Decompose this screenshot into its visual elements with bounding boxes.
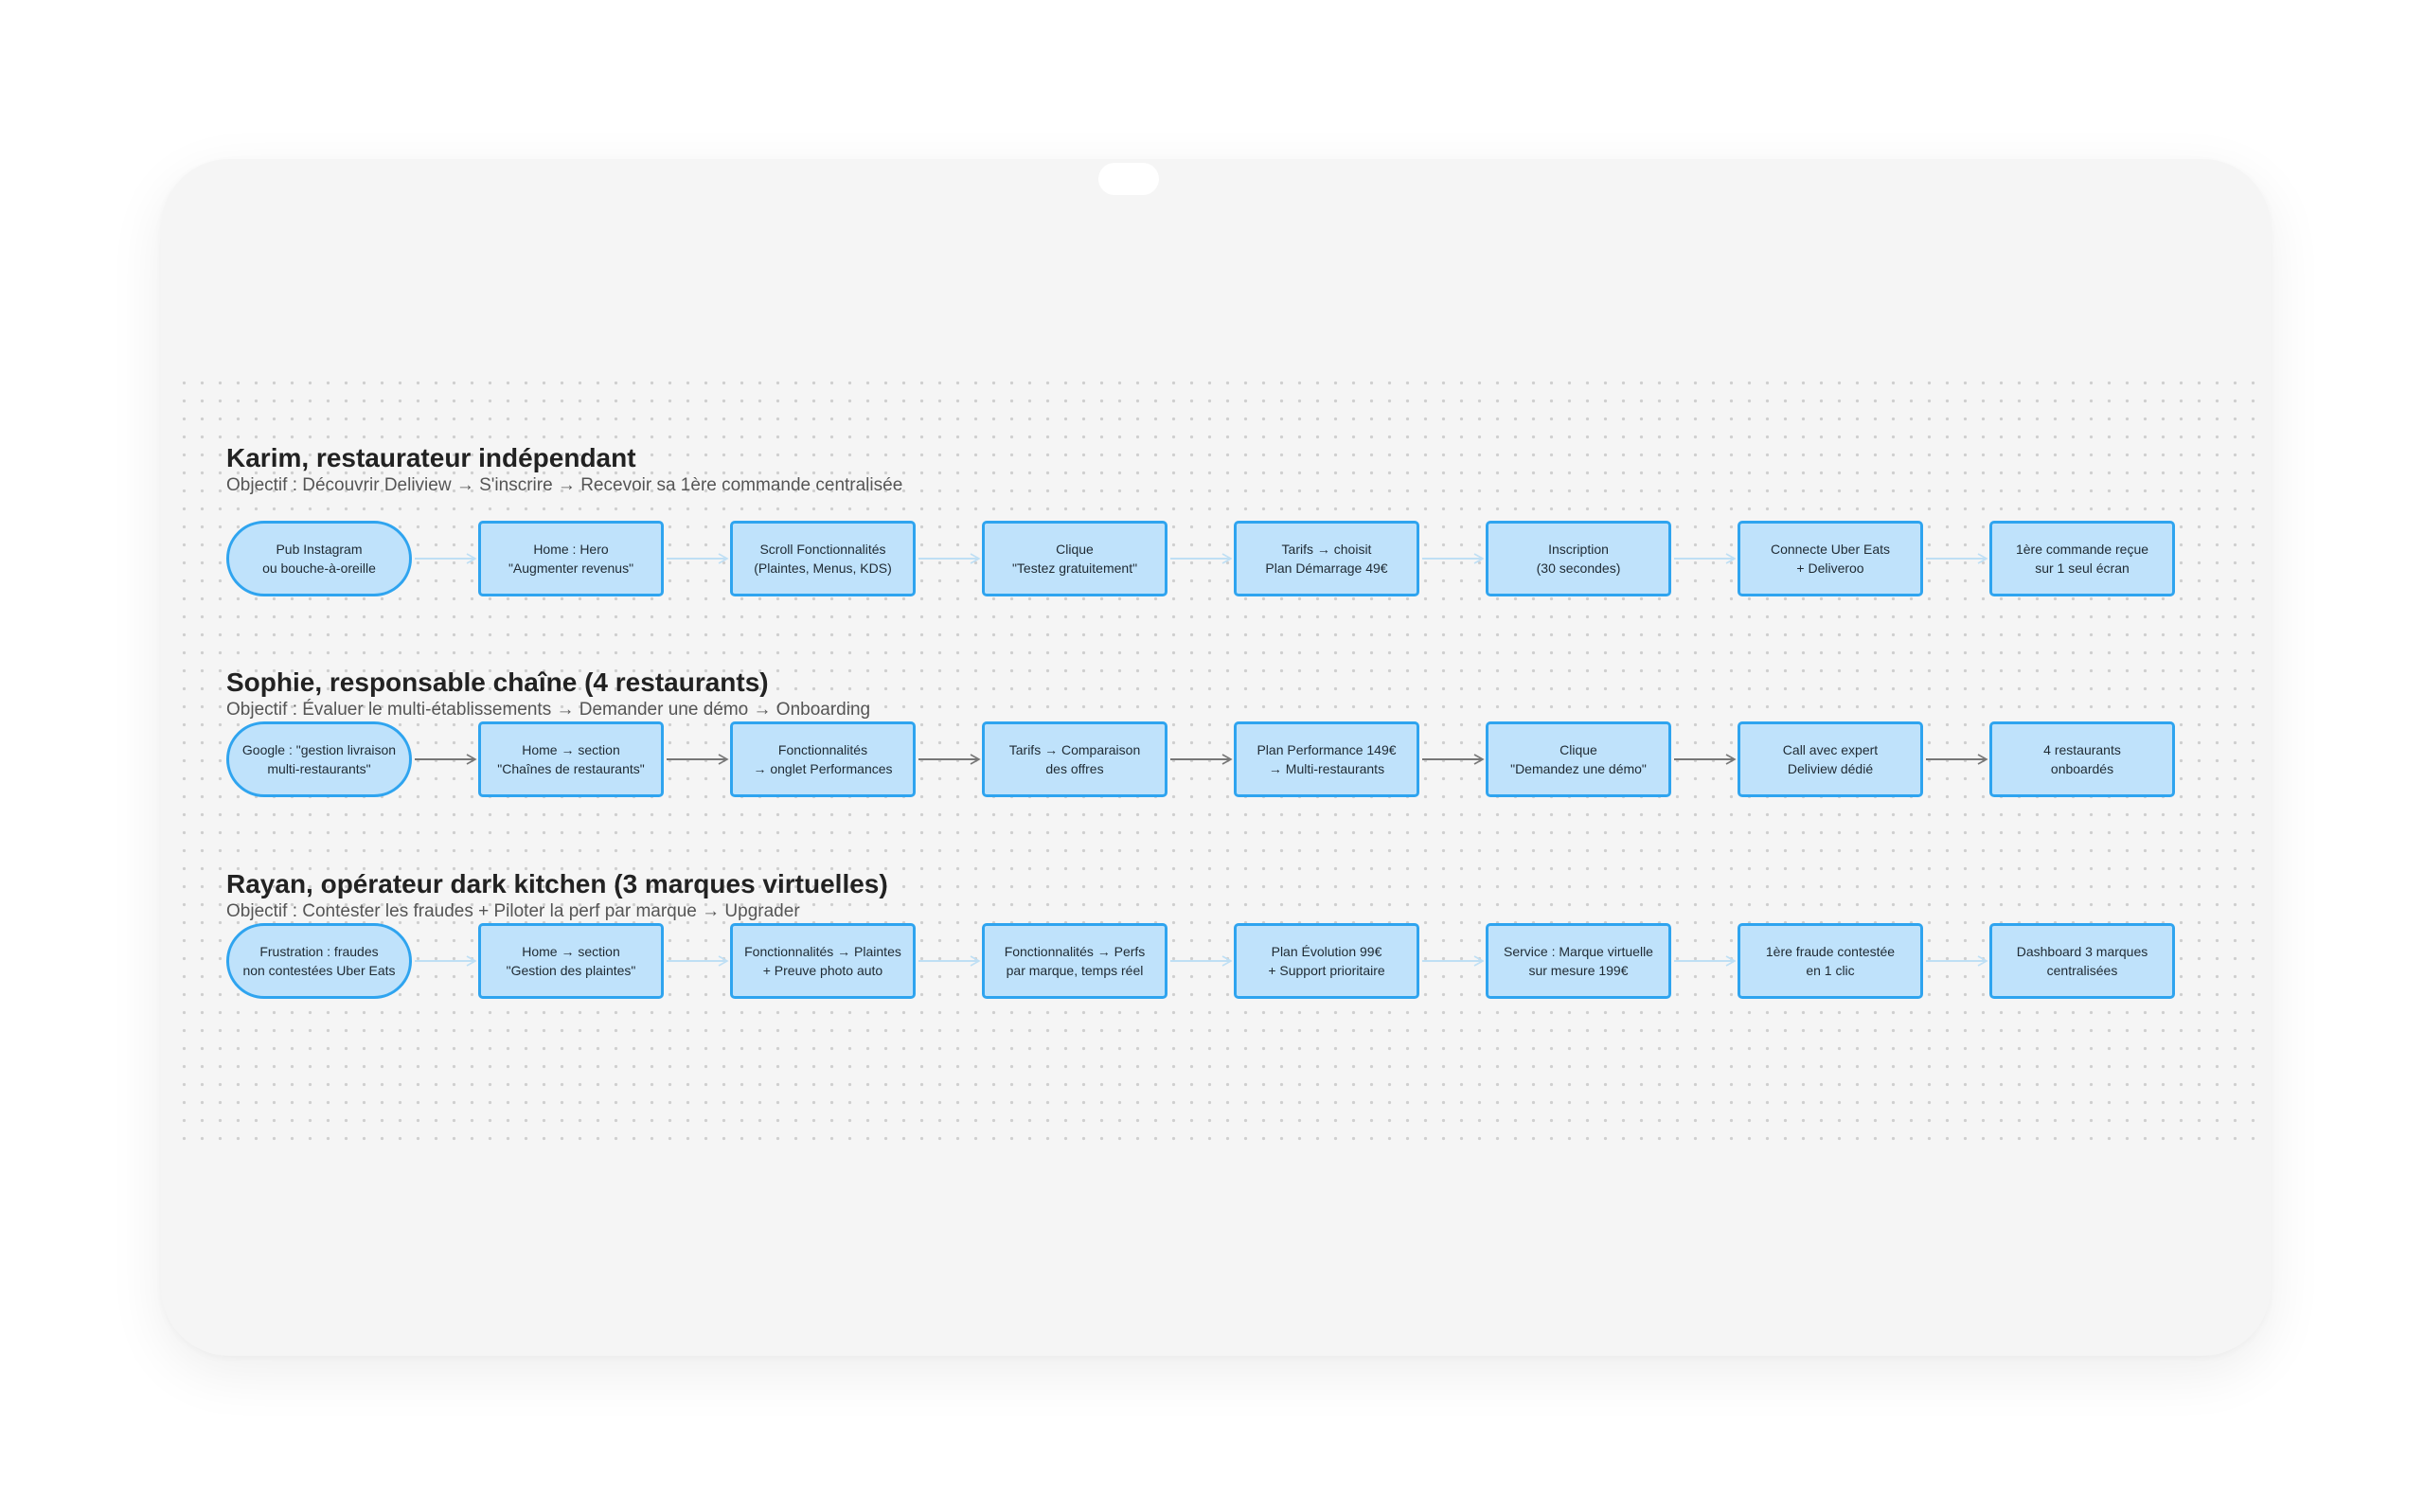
journey-karim-step-8[interactable]: 1ère commande reçue sur 1 seul écran xyxy=(1989,521,2175,596)
journey-rayan-step-8[interactable]: Dashboard 3 marques centralisées xyxy=(1989,923,2175,999)
journey-rayan-step-2[interactable]: Home → section "Gestion des plaintes" xyxy=(478,923,664,999)
journey-rayan-step-7[interactable]: 1ère fraude contestée en 1 clic xyxy=(1738,923,1923,999)
journey-rayan-step-4[interactable]: Fonctionnalités → Perfs par marque, temp… xyxy=(982,923,1167,999)
journey-karim-step-2[interactable]: Home : Hero "Augmenter revenus" xyxy=(478,521,664,596)
journey-sophie-step-2[interactable]: Home → section "Chaînes de restaurants" xyxy=(478,721,664,797)
journey-karim-step-4[interactable]: Clique "Testez gratuitement" xyxy=(982,521,1167,596)
journey-karim-step-1[interactable]: Pub Instagram ou bouche-à-oreille xyxy=(226,521,412,596)
journey-karim-step-3[interactable]: Scroll Fonctionnalités (Plaintes, Menus,… xyxy=(730,521,916,596)
journey-title-rayan: Rayan, opérateur dark kitchen (3 marques… xyxy=(226,869,888,898)
journey-rayan-step-1[interactable]: Frustration : fraudes non contestées Ube… xyxy=(226,923,412,999)
journey-rayan-step-5[interactable]: Plan Évolution 99€ + Support prioritaire xyxy=(1234,923,1419,999)
journey-sophie-step-7[interactable]: Call avec expert Deliview dédié xyxy=(1738,721,1923,797)
camera-notch xyxy=(1098,163,1159,195)
journey-karim-step-7[interactable]: Connecte Uber Eats + Deliveroo xyxy=(1738,521,1923,596)
journey-sophie-step-6[interactable]: Clique "Demandez une démo" xyxy=(1486,721,1671,797)
journey-objective-karim: Objectif : Découvrir Deliview → S'inscri… xyxy=(226,475,903,495)
journey-objective-sophie: Objectif : Évaluer le multi-établissemen… xyxy=(226,700,871,720)
journey-title-sophie: Sophie, responsable chaîne (4 restaurant… xyxy=(226,667,769,697)
journey-rayan-step-6[interactable]: Service : Marque virtuelle sur mesure 19… xyxy=(1486,923,1671,999)
journey-sophie-step-3[interactable]: Fonctionnalités → onglet Performances xyxy=(730,721,916,797)
journey-sophie-step-8[interactable]: 4 restaurants onboardés xyxy=(1989,721,2175,797)
journey-objective-rayan: Objectif : Contester les fraudes + Pilot… xyxy=(226,901,800,921)
journey-title-karim: Karim, restaurateur indépendant xyxy=(226,443,636,472)
journey-rayan-step-3[interactable]: Fonctionnalités → Plaintes + Preuve phot… xyxy=(730,923,916,999)
journey-sophie-step-4[interactable]: Tarifs → Comparaison des offres xyxy=(982,721,1167,797)
journey-karim-step-6[interactable]: Inscription (30 secondes) xyxy=(1486,521,1671,596)
journey-sophie-step-1[interactable]: Google : "gestion livraison multi-restau… xyxy=(226,721,412,797)
journey-karim-step-5[interactable]: Tarifs → choisit Plan Démarrage 49€ xyxy=(1234,521,1419,596)
journey-sophie-step-5[interactable]: Plan Performance 149€ → Multi-restaurant… xyxy=(1234,721,1419,797)
